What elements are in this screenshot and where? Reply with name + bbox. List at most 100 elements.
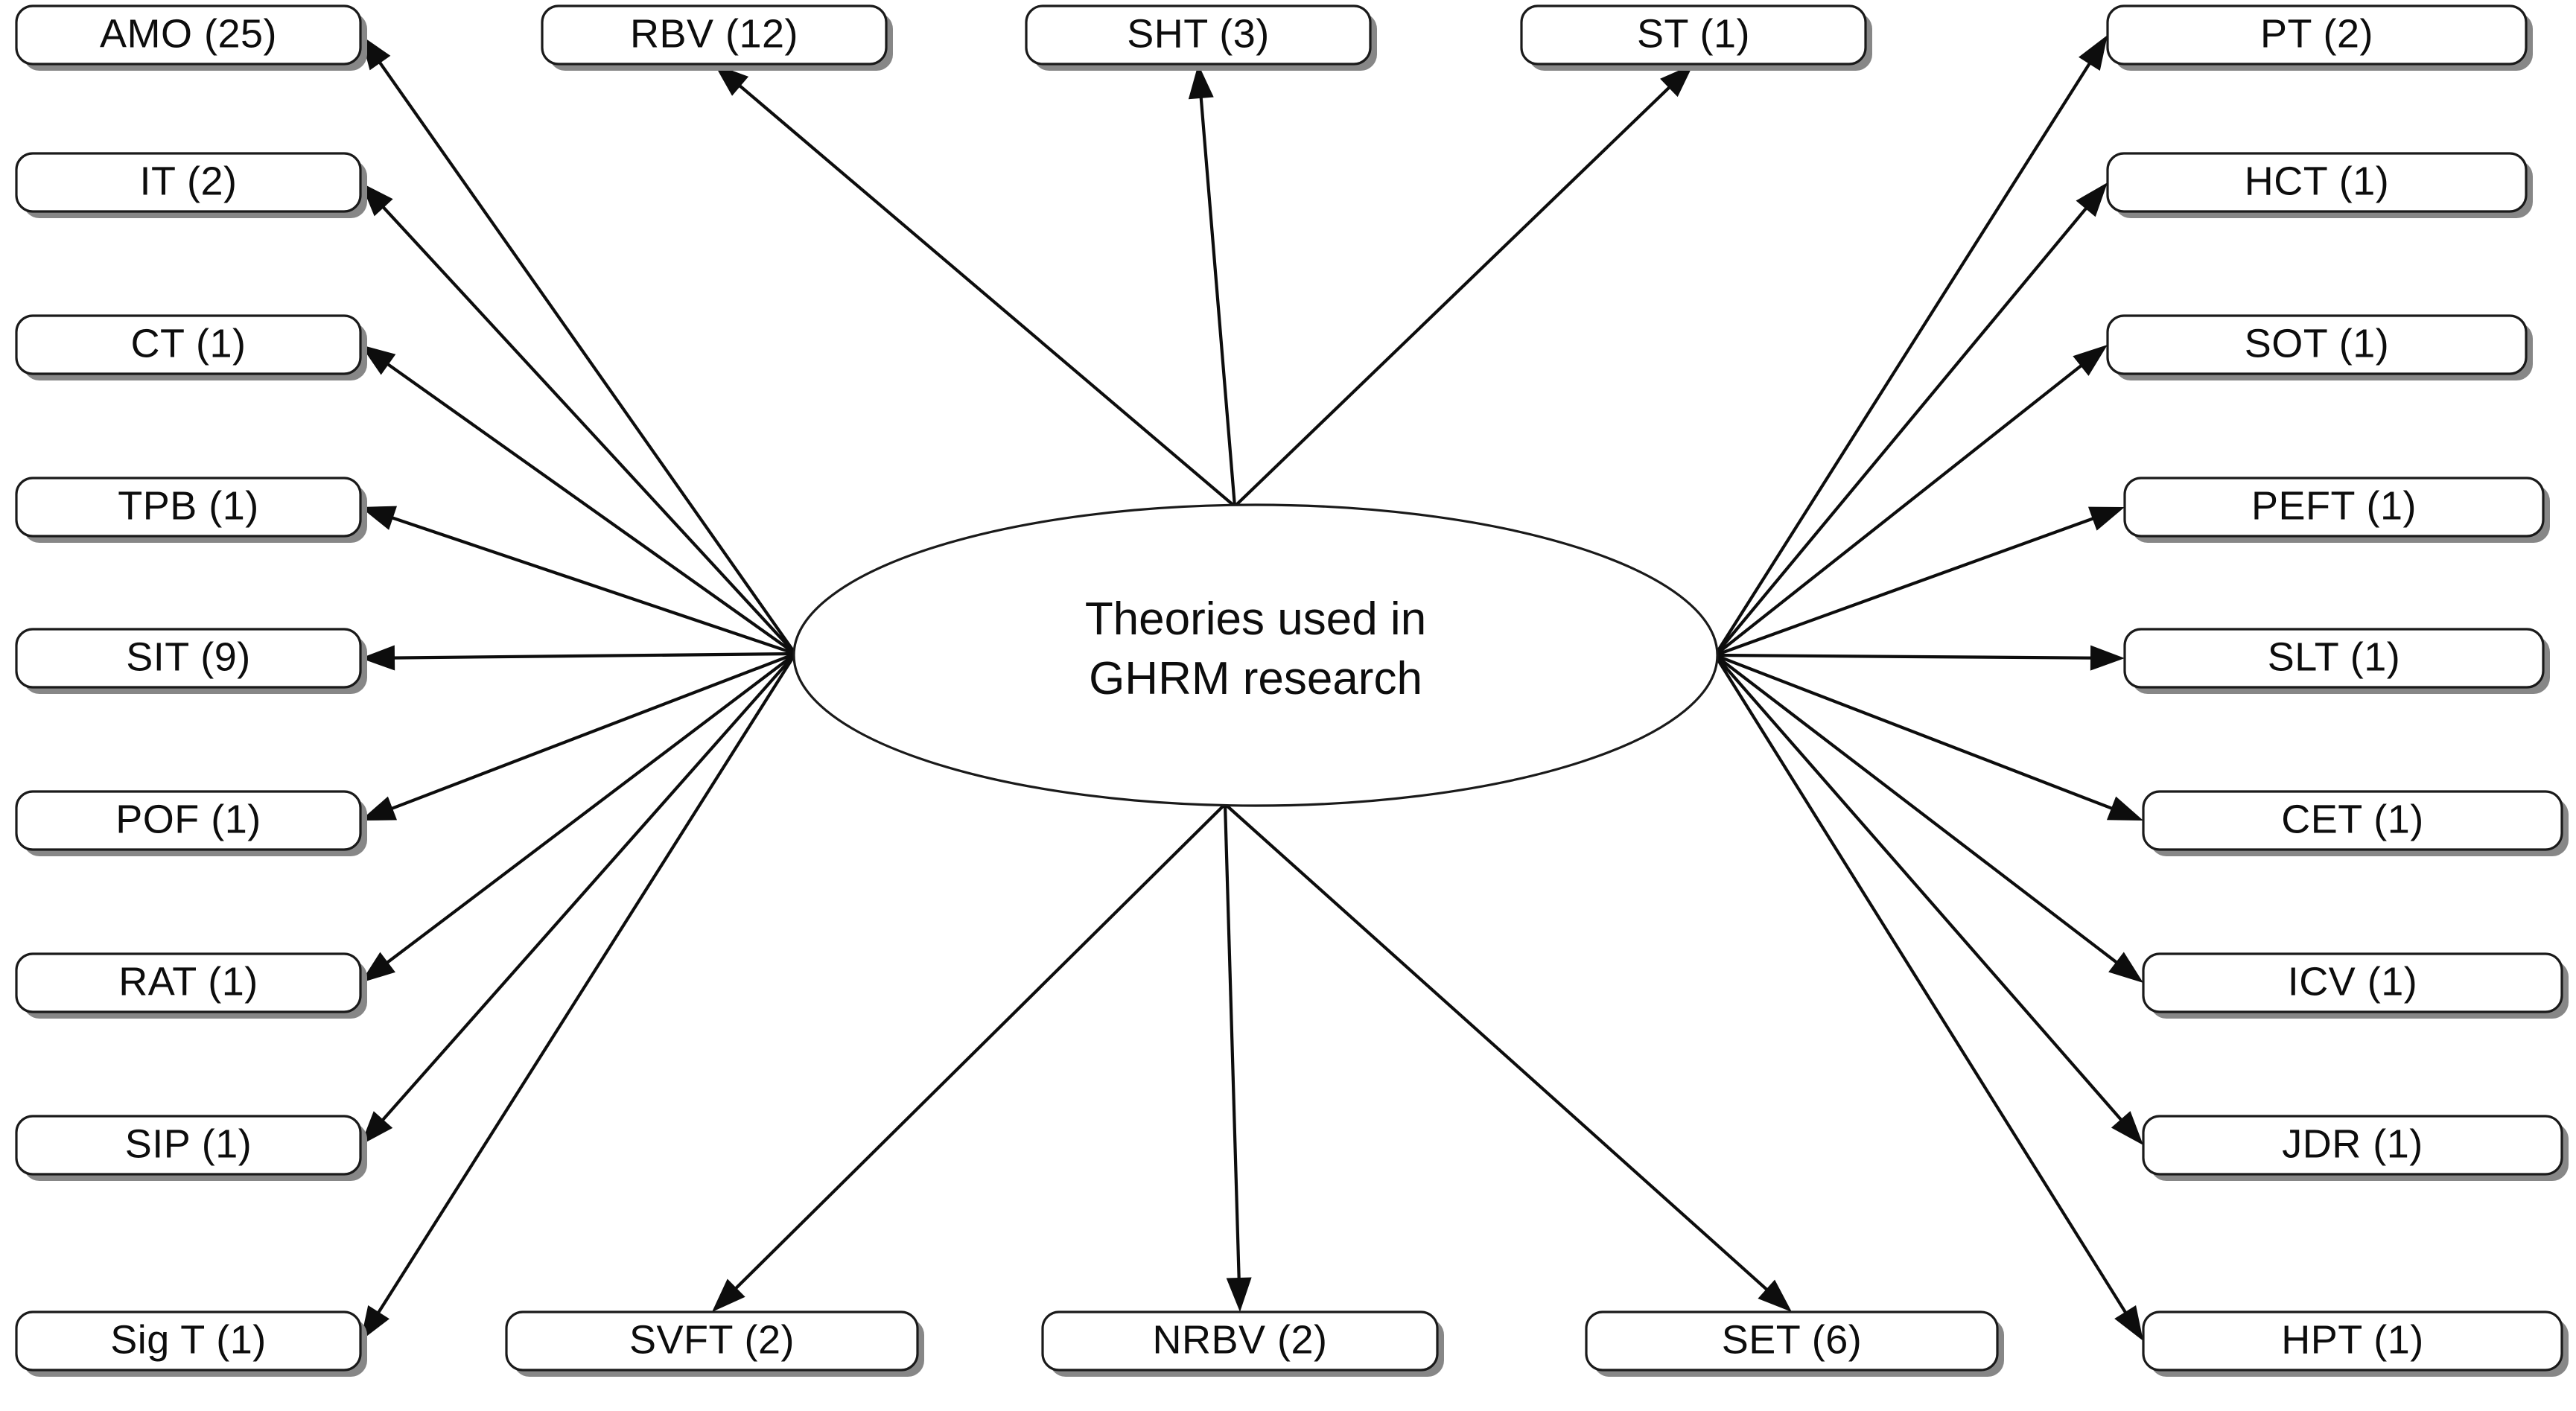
node-sip[interactable]: SIP (1) bbox=[15, 1115, 367, 1181]
node-box[interactable] bbox=[15, 152, 362, 213]
node-label: HCT (1) bbox=[2245, 159, 2390, 203]
node-label: PT (2) bbox=[2260, 11, 2373, 56]
edge-line bbox=[378, 652, 797, 1124]
node-box[interactable] bbox=[1585, 1310, 1999, 1372]
node-sigt[interactable]: Sig T (1) bbox=[15, 1310, 367, 1377]
node-jdr[interactable]: JDR (1) bbox=[2142, 1115, 2569, 1181]
node-label: AMO (25) bbox=[100, 11, 277, 56]
node-sit[interactable]: SIT (9) bbox=[15, 628, 367, 694]
center-label-line1: Theories used in bbox=[1085, 593, 1426, 645]
arrowhead-icon bbox=[360, 35, 391, 71]
edge-st bbox=[1233, 64, 1694, 508]
arrowhead-icon bbox=[2090, 645, 2125, 671]
node-hpt[interactable]: HPT (1) bbox=[2142, 1310, 2569, 1377]
arrowhead-icon bbox=[360, 952, 395, 983]
node-box[interactable] bbox=[15, 790, 362, 851]
node-pt[interactable]: PT (2) bbox=[2106, 4, 2533, 71]
node-box[interactable] bbox=[2123, 477, 2545, 538]
node-box[interactable] bbox=[2142, 1115, 2563, 1176]
edge-nrbv bbox=[1223, 803, 1252, 1312]
edge-line bbox=[389, 652, 796, 660]
node-box[interactable] bbox=[2142, 952, 2563, 1013]
node-box[interactable] bbox=[15, 4, 362, 66]
edge-line bbox=[1714, 654, 2129, 1317]
node-rbv[interactable]: RBV (12) bbox=[541, 4, 893, 71]
edge-line bbox=[1224, 803, 1771, 1293]
node-tpb[interactable]: TPB (1) bbox=[15, 477, 367, 543]
edge-sigt bbox=[360, 652, 797, 1341]
node-box[interactable] bbox=[2106, 152, 2528, 213]
node-box[interactable] bbox=[541, 4, 888, 66]
node-box[interactable] bbox=[2106, 4, 2528, 66]
node-peft[interactable]: PEFT (1) bbox=[2123, 477, 2550, 543]
center-ellipse[interactable] bbox=[792, 503, 1719, 807]
arrowhead-icon bbox=[2108, 952, 2143, 983]
edge-line bbox=[384, 360, 797, 655]
node-box[interactable] bbox=[1041, 1310, 1439, 1372]
node-label: SET (6) bbox=[1722, 1317, 1863, 1362]
node-sht[interactable]: SHT (3) bbox=[1025, 4, 1377, 71]
arrowhead-icon bbox=[360, 796, 398, 821]
edge-line bbox=[1714, 204, 2090, 657]
node-hct[interactable]: HCT (1) bbox=[2106, 152, 2533, 218]
edge-line bbox=[1714, 362, 2085, 657]
node-box[interactable] bbox=[2106, 314, 2528, 375]
node-label: ST (1) bbox=[1637, 11, 1750, 56]
edge-line bbox=[1714, 654, 2117, 812]
edge-pof bbox=[360, 652, 796, 821]
node-box[interactable] bbox=[15, 314, 362, 375]
edge-hct bbox=[1714, 182, 2108, 657]
node-rat[interactable]: RAT (1) bbox=[15, 952, 367, 1019]
edge-jdr bbox=[1714, 654, 2143, 1145]
arrowhead-icon bbox=[1226, 1277, 1252, 1312]
node-box[interactable] bbox=[1520, 4, 1867, 66]
node-nrbv[interactable]: NRBV (2) bbox=[1041, 1310, 1444, 1377]
node-box[interactable] bbox=[2142, 790, 2563, 851]
node-label: NRBV (2) bbox=[1152, 1317, 1327, 1362]
arrowhead-icon bbox=[360, 1111, 393, 1145]
edge-slt bbox=[1714, 645, 2125, 671]
node-icv[interactable]: ICV (1) bbox=[2142, 952, 2569, 1019]
node-box[interactable] bbox=[15, 1115, 362, 1176]
edge-line bbox=[731, 803, 1227, 1293]
node-amo[interactable]: AMO (25) bbox=[15, 4, 367, 71]
node-box[interactable] bbox=[15, 1310, 362, 1372]
center-node[interactable]: Theories used in GHRM research bbox=[792, 503, 1719, 807]
node-label: SIT (9) bbox=[126, 634, 251, 679]
node-box[interactable] bbox=[2142, 1310, 2563, 1372]
node-label: RAT (1) bbox=[118, 959, 258, 1004]
edge-icv bbox=[1714, 654, 2143, 983]
node-box[interactable] bbox=[1025, 4, 1372, 66]
edge-line bbox=[1714, 654, 2125, 1124]
arrowhead-icon bbox=[2106, 796, 2143, 821]
node-st[interactable]: ST (1) bbox=[1520, 4, 1872, 71]
node-box[interactable] bbox=[15, 628, 362, 689]
node-slt[interactable]: SLT (1) bbox=[2123, 628, 2550, 694]
arrowhead-icon bbox=[2087, 506, 2125, 531]
edge-line bbox=[736, 82, 1236, 508]
node-box[interactable] bbox=[505, 1310, 919, 1372]
node-box[interactable] bbox=[15, 477, 362, 538]
edge-pt bbox=[1714, 35, 2108, 657]
node-it[interactable]: IT (2) bbox=[15, 152, 367, 218]
node-ct[interactable]: CT (1) bbox=[15, 314, 367, 380]
edge-line bbox=[379, 203, 797, 655]
node-label: JDR (1) bbox=[2282, 1121, 2423, 1166]
node-label: TPB (1) bbox=[118, 483, 259, 528]
edge-line bbox=[1223, 803, 1241, 1283]
node-box[interactable] bbox=[2123, 628, 2545, 689]
node-cet[interactable]: CET (1) bbox=[2142, 790, 2569, 856]
node-svft[interactable]: SVFT (2) bbox=[505, 1310, 924, 1377]
edge-line bbox=[375, 652, 797, 1317]
node-box[interactable] bbox=[15, 952, 362, 1013]
node-set[interactable]: SET (6) bbox=[1585, 1310, 2004, 1377]
edge-line bbox=[388, 515, 796, 655]
arrowhead-icon bbox=[712, 1278, 745, 1312]
node-label: SOT (1) bbox=[2245, 321, 2390, 366]
arrowhead-icon bbox=[1660, 64, 1694, 98]
center-label-line2: GHRM research bbox=[1089, 653, 1422, 704]
edge-amo bbox=[360, 35, 797, 655]
node-sot[interactable]: SOT (1) bbox=[2106, 314, 2533, 380]
node-pof[interactable]: POF (1) bbox=[15, 790, 367, 856]
